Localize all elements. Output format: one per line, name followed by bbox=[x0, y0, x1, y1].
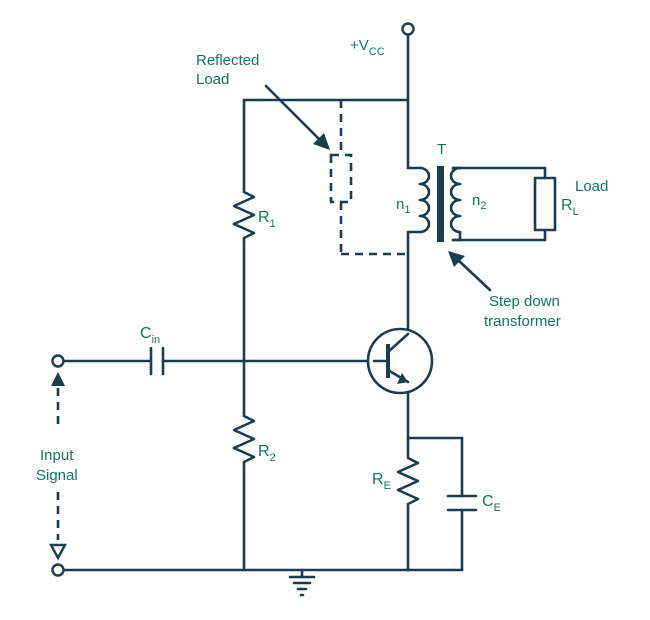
step-down-label-line1: Step down bbox=[489, 293, 560, 310]
rl-label: RL bbox=[561, 197, 579, 218]
transformer-secondary bbox=[449, 166, 462, 242]
input-terminal-bottom bbox=[51, 563, 65, 577]
transformer-name-label: T bbox=[437, 141, 446, 158]
transformer-primary bbox=[406, 166, 431, 234]
step-down-label-line2: transformer bbox=[484, 313, 561, 330]
input-signal-arrow bbox=[48, 372, 68, 561]
cin-label: Cin bbox=[140, 325, 160, 346]
wires bbox=[61, 33, 547, 572]
transformer-core bbox=[437, 166, 444, 242]
ce-label: CE bbox=[482, 493, 501, 514]
vcc-label: +VCC bbox=[350, 37, 385, 58]
re-label: RE bbox=[372, 471, 391, 492]
reflected-load bbox=[329, 100, 408, 256]
ground-icon bbox=[288, 568, 316, 597]
cin-capacitor bbox=[149, 346, 165, 376]
r1-label: R1 bbox=[258, 209, 276, 230]
reflected-load-arrow bbox=[264, 84, 330, 150]
ce-capacitor bbox=[446, 494, 478, 512]
n1-label: n1 bbox=[396, 196, 410, 216]
input-terminal-top bbox=[51, 354, 65, 368]
load-title: Load bbox=[575, 178, 608, 195]
reflected-label-line2: Load bbox=[196, 71, 229, 88]
load-resistor bbox=[533, 176, 557, 232]
r2-label: R2 bbox=[258, 443, 276, 464]
n2-label: n2 bbox=[472, 192, 486, 212]
re-resistor bbox=[396, 452, 420, 514]
input-signal-line2: Signal bbox=[36, 467, 78, 484]
transformer-arrow bbox=[448, 251, 492, 292]
r1-resistor bbox=[232, 186, 256, 244]
npn-transistor bbox=[366, 327, 434, 395]
reflected-label-line1: Reflected bbox=[196, 52, 259, 69]
r2-resistor bbox=[232, 410, 256, 470]
vcc-terminal bbox=[401, 22, 415, 36]
input-signal-line1: Input bbox=[40, 447, 74, 464]
